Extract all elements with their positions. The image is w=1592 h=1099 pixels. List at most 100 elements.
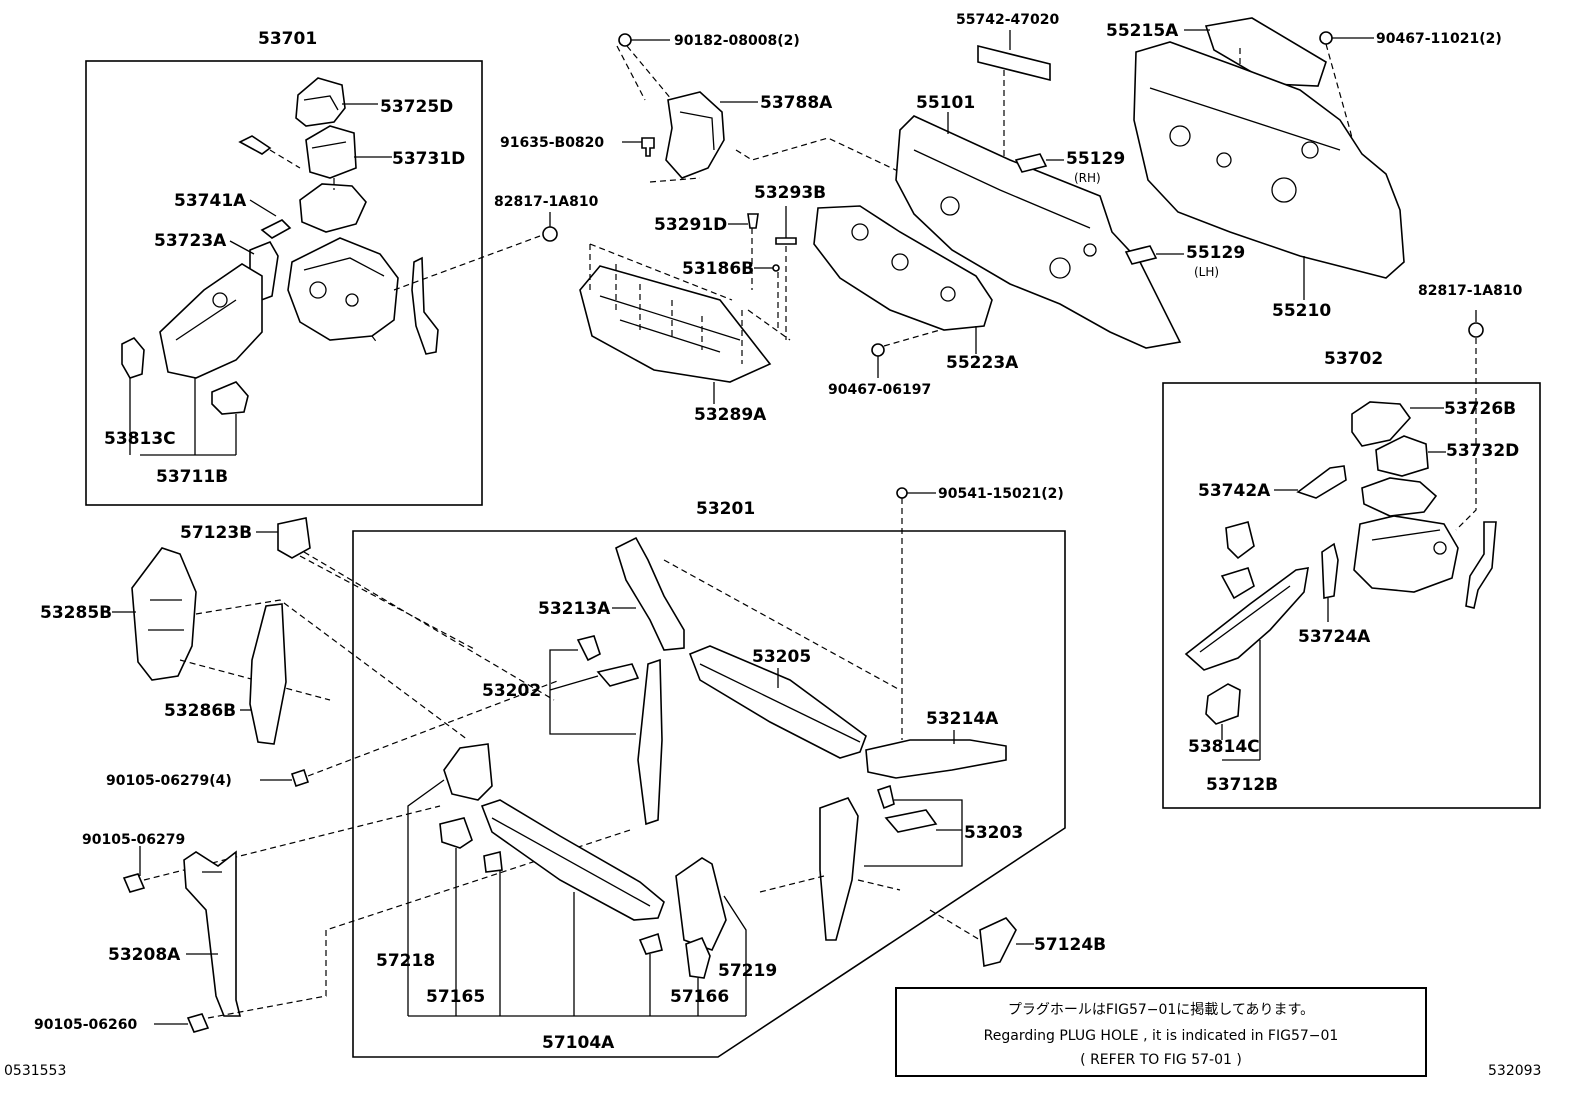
corner-code-right: 532093 <box>1488 1063 1541 1079</box>
label-53723A: 53723A <box>154 231 227 251</box>
label-53732D: 53732D <box>1446 441 1519 461</box>
label-90541: 90541-15021(2) <box>938 486 1064 502</box>
part-55210-shape <box>1133 41 1405 279</box>
part-side-bracket-53702-shape <box>1465 521 1497 609</box>
part-clip-57104-shape <box>483 851 503 873</box>
label-53213A: 53213A <box>538 599 611 619</box>
part-53725D-shape <box>295 77 346 127</box>
label-57124B: 57124B <box>1034 935 1106 955</box>
label-53813C: 53813C <box>104 429 176 449</box>
part-57123B-shape <box>277 517 311 559</box>
label-53814C: 53814C <box>1188 737 1260 757</box>
note-line-2: Regarding PLUG HOLE , it is indicated in… <box>984 1028 1339 1044</box>
part-55223A-shape <box>813 205 993 331</box>
part-clip-2-shape <box>260 219 292 239</box>
label-57218: 57218 <box>376 951 435 971</box>
label-82817-right: 82817-1A810 <box>1418 283 1523 299</box>
label-57219: 57219 <box>718 961 777 981</box>
part-53213A-shape <box>615 536 685 651</box>
label-90105-06279: 90105-06279 <box>82 832 185 848</box>
part-57165-shape <box>439 817 473 849</box>
part-57104A-shape <box>480 799 665 921</box>
part-55742-shape <box>977 44 1051 82</box>
label-82817-left: 82817-1A810 <box>494 194 599 210</box>
part-55101-shape <box>895 115 1182 349</box>
part-side-bracket-shape <box>411 256 439 355</box>
part-55129-lh-shape <box>1124 245 1158 265</box>
label-53725D: 53725D <box>380 97 453 117</box>
label-53214A: 53214A <box>926 709 999 729</box>
part-center-post-shape <box>637 658 663 826</box>
label-55129-lh: 55129 <box>1186 243 1245 263</box>
part-53731D-shape <box>305 125 357 179</box>
label-53186B: 53186B <box>682 259 754 279</box>
part-55215A-shape <box>1204 17 1327 87</box>
plug-53293B-icon <box>775 237 797 245</box>
part-53726B-shape <box>1351 401 1412 447</box>
clip-53186B-icon <box>772 264 780 272</box>
group-frame-53701 <box>85 60 483 506</box>
label-55129-rh-sub: (RH) <box>1074 171 1101 185</box>
part-bracket-lower-shape <box>211 381 249 415</box>
label-53701: 53701 <box>258 29 317 49</box>
part-apron-53702-shape <box>1353 515 1459 593</box>
part-53813C-shape <box>121 337 145 379</box>
part-center-panel-shape <box>287 237 399 341</box>
label-55215A: 55215A <box>1106 21 1179 41</box>
group-frame-53702 <box>1162 382 1541 809</box>
label-53202: 53202 <box>482 681 541 701</box>
label-55101: 55101 <box>916 93 975 113</box>
part-53788A-shape <box>665 91 725 179</box>
label-53205: 53205 <box>752 647 811 667</box>
label-53293B: 53293B <box>754 183 826 203</box>
label-57123B: 57123B <box>180 523 252 543</box>
label-53291D: 53291D <box>654 215 727 235</box>
nut-90541-icon <box>896 487 908 499</box>
part-53289A-shape <box>579 265 772 383</box>
part-53712B-shape <box>1184 567 1309 671</box>
nut-90467-11021-icon <box>1319 31 1333 45</box>
part-small-clip-shape <box>238 135 272 155</box>
part-53203-upper-shape <box>876 784 895 810</box>
part-53732D-shape <box>1375 435 1429 477</box>
label-53285B: 53285B <box>40 603 112 623</box>
label-53712B: 53712B <box>1206 775 1278 795</box>
part-mount-53702-shape <box>1361 477 1438 517</box>
part-53208A-shape <box>183 850 242 1017</box>
label-53726B: 53726B <box>1444 399 1516 419</box>
bolt-90105-06279-icon-2 <box>122 873 146 893</box>
corner-code-left: 0531553 <box>4 1063 66 1079</box>
label-90105-06260: 90105-06260 <box>34 1017 137 1033</box>
label-55129-lh-sub: (LH) <box>1194 265 1219 279</box>
part-57166-shape <box>685 936 711 979</box>
part-53214A-shape <box>865 739 1007 779</box>
label-53208A: 53208A <box>108 945 181 965</box>
clip-82817-icon-1 <box>542 226 558 242</box>
part-53286B-shape <box>249 603 287 745</box>
note-box <box>895 987 1427 1077</box>
label-53286B: 53286B <box>164 701 236 721</box>
clip-82817-icon-2 <box>1468 322 1484 338</box>
part-53202-upper-shape <box>576 635 601 662</box>
part-53711B-shape <box>159 263 263 379</box>
bolt-91635-icon <box>641 137 655 157</box>
label-53788A: 53788A <box>760 93 833 113</box>
label-57166: 57166 <box>670 987 729 1007</box>
label-53741A: 53741A <box>174 191 247 211</box>
label-90182: 90182-08008(2) <box>674 33 800 49</box>
label-90467-11021: 90467-11021(2) <box>1376 31 1502 47</box>
part-53742A-shape <box>1296 465 1347 499</box>
part-53741A-shape <box>299 183 367 233</box>
label-57104A: 57104A <box>542 1033 615 1053</box>
label-53731D: 53731D <box>392 149 465 169</box>
part-57124B-shape <box>979 917 1017 967</box>
part-53724A-shape <box>1321 542 1339 599</box>
label-53702: 53702 <box>1324 349 1383 369</box>
label-53724A: 53724A <box>1298 627 1371 647</box>
note-line-3: ( REFER TO FIG 57-01 ) <box>1080 1052 1242 1068</box>
label-55129-rh: 55129 <box>1066 149 1125 169</box>
part-small-clip-57104-shape <box>638 932 663 955</box>
part-57218-shape <box>443 743 493 801</box>
label-53742A: 53742A <box>1198 481 1271 501</box>
